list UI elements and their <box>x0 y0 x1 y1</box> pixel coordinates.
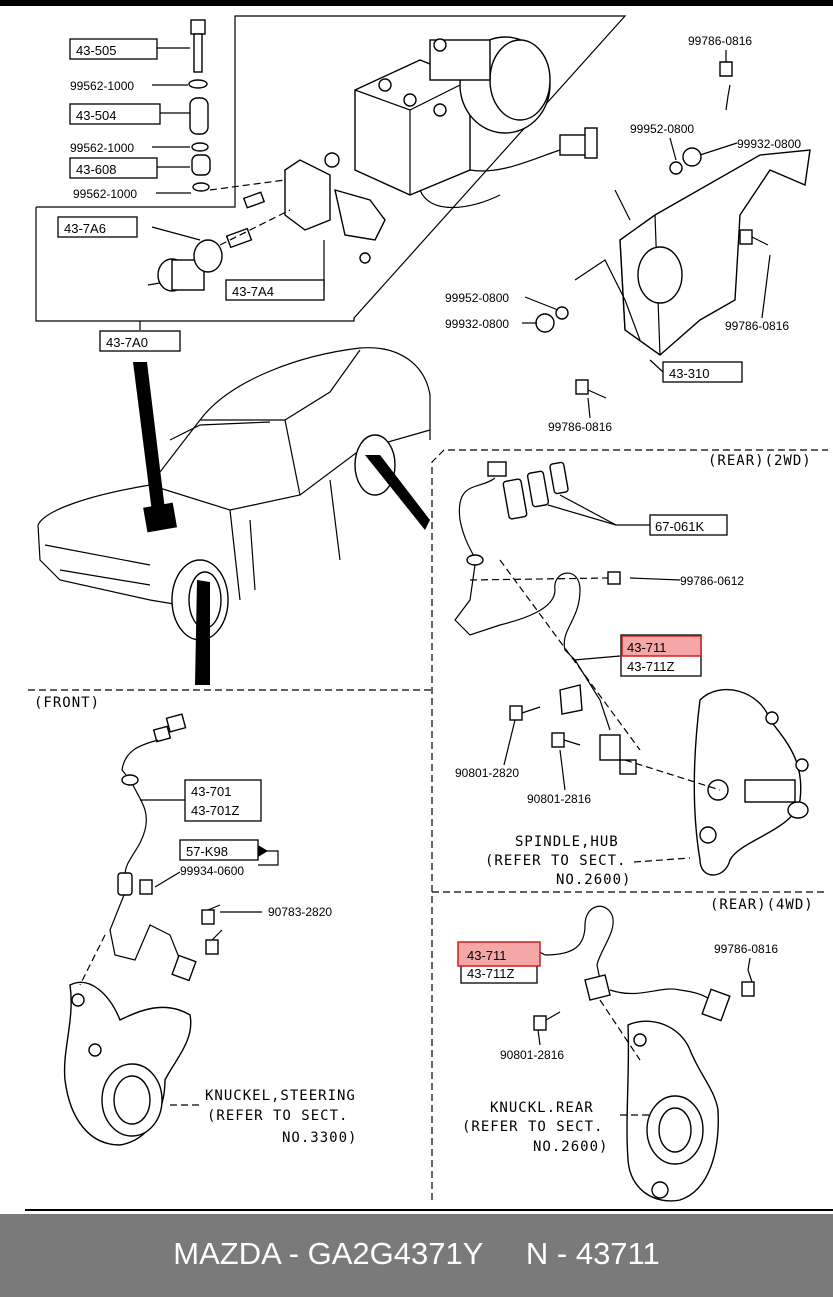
note-spindle-line3: NO.2600) <box>556 872 631 888</box>
part-label-90783[interactable]: 90783-2820 <box>268 905 332 919</box>
part-label-437a0[interactable]: 43-7A0 <box>106 335 148 350</box>
divider-rear-2wd <box>431 449 828 1200</box>
part-label-43711za[interactable]: 43-711Z <box>627 659 675 674</box>
pointer-rear-sensor <box>365 455 430 530</box>
part-label-43711a[interactable]: 43-711 <box>627 640 667 655</box>
part-label-90801a[interactable]: 90801-2820 <box>455 766 519 780</box>
front-sensor-drawing <box>63 713 223 1146</box>
part-label-43310[interactable]: 43-310 <box>669 366 709 381</box>
label-box-437a6 <box>57 216 138 238</box>
mount-insulator-drawing <box>147 191 266 292</box>
note-knuckle-rear-line1: KNUCKL.REAR <box>490 1100 594 1116</box>
part-label-43701[interactable]: 43-701 <box>191 784 231 799</box>
note-knuckle-rear-line2: (REFER TO SECT. <box>462 1119 603 1135</box>
leader-437a6 <box>151 226 201 241</box>
label-box-57k98 <box>179 839 259 861</box>
dash-rear2wd-b <box>499 559 641 751</box>
abs-module-frame <box>35 15 627 322</box>
highlight-43711b <box>457 941 541 967</box>
footer-bar: MAZDA - GA2G4371Y N - 43711 <box>0 1214 833 1297</box>
section-label-rear-2wd: (REAR)(2WD) <box>708 453 812 469</box>
part-label-99952a[interactable]: 99952-0800 <box>630 122 694 136</box>
note-knuckle-steering-line2: (REFER TO SECT. <box>207 1108 348 1124</box>
leader-43310 <box>649 359 664 373</box>
note-knuckle-steering-line1: KNUCKEL,STEERING <box>205 1088 356 1104</box>
leader-67061k <box>547 504 650 526</box>
part-label-99934[interactable]: 99934-0600 <box>180 864 244 878</box>
dash-rear2wd-c <box>624 759 721 791</box>
part-label-57k98[interactable]: 57-K98 <box>186 844 228 859</box>
note-spindle-line1: SPINDLE,HUB <box>515 834 619 850</box>
note-knuckle-steering-line3: NO.3300) <box>282 1130 357 1146</box>
part-label-99952b[interactable]: 99952-0800 <box>445 291 509 305</box>
section-label-rear-4wd: (REAR)(4WD) <box>710 897 814 913</box>
part-label-43711b[interactable]: 43-711 <box>467 948 507 963</box>
leader-99786c <box>587 397 591 419</box>
bracket-drawing <box>535 61 811 399</box>
pointer-front-sensor <box>195 580 210 685</box>
label-box-437a0 <box>99 330 181 352</box>
rear-4wd-sensor-drawing <box>533 905 755 1202</box>
footer-part-number: MAZDA - GA2G4371Y N - 43711 <box>173 1236 660 1271</box>
dash-front-a <box>79 934 106 986</box>
exploded-parts-diagram: 43-505 99562-1000 43-504 99562-1000 43-6… <box>0 0 833 1211</box>
leader-99786d <box>629 577 681 581</box>
leader-99932a <box>699 142 738 156</box>
dash-spindle <box>633 857 691 863</box>
abs-hydraulic-unit-drawing <box>284 36 598 264</box>
label-box-43504 <box>69 103 161 125</box>
dash-rear4wd <box>599 999 641 1061</box>
part-label-90801c[interactable]: 90801-2816 <box>500 1048 564 1062</box>
note-spindle-line2: (REFER TO SECT. <box>485 853 626 869</box>
part-label-437a4[interactable]: 43-7A4 <box>232 284 274 299</box>
leader-99786e <box>747 957 751 971</box>
dash-leader-stack <box>209 179 286 191</box>
vehicle-outline-drawing <box>37 347 431 641</box>
top-border <box>0 0 833 6</box>
bolt-stack-drawing <box>188 19 211 192</box>
leader-90801c <box>537 1029 541 1046</box>
part-label-43711zb[interactable]: 43-711Z <box>467 966 515 981</box>
part-label-99562a[interactable]: 99562-1000 <box>70 79 134 93</box>
label-box-43505 <box>69 38 158 60</box>
part-label-43505[interactable]: 43-505 <box>76 43 116 58</box>
leader-99952a <box>669 137 677 161</box>
label-box-43310 <box>662 361 743 383</box>
part-label-90801b[interactable]: 90801-2816 <box>527 792 591 806</box>
leader-99952b <box>524 296 559 311</box>
part-label-99786b[interactable]: 99786-0816 <box>725 319 789 333</box>
dash-rear2wd-a <box>469 577 609 581</box>
part-label-99562b[interactable]: 99562-1000 <box>70 141 134 155</box>
leader-90801a <box>503 719 516 766</box>
leader-90801b <box>559 749 566 791</box>
leader-67061k-b <box>559 494 617 526</box>
label-box-67061k <box>649 514 728 536</box>
part-label-43504[interactable]: 43-504 <box>76 108 116 123</box>
label-box-43608 <box>69 157 158 179</box>
dash-leader-mount <box>219 209 291 246</box>
note-knuckle-rear-line3: NO.2600) <box>533 1139 608 1155</box>
leader-99786b <box>761 254 771 319</box>
section-label-front: (FRONT) <box>34 695 100 711</box>
part-label-43701z[interactable]: 43-701Z <box>191 803 239 818</box>
highlight-43711a <box>621 635 702 657</box>
leader-43711a <box>573 655 621 661</box>
part-label-99786e[interactable]: 99786-0816 <box>714 942 778 956</box>
rear-2wd-sensor-drawing <box>454 461 809 876</box>
label-box-43701 <box>184 779 262 822</box>
part-label-67061k[interactable]: 67-061K <box>655 519 704 534</box>
part-label-99932a[interactable]: 99932-0800 <box>737 137 801 151</box>
part-label-99786a[interactable]: 99786-0816 <box>688 34 752 48</box>
part-label-437a6[interactable]: 43-7A6 <box>64 221 106 236</box>
part-label-99786c[interactable]: 99786-0816 <box>548 420 612 434</box>
pointer-abs-unit <box>133 362 165 512</box>
arrow-57k98 <box>258 845 268 857</box>
part-label-99932b[interactable]: 99932-0800 <box>445 317 509 331</box>
leader-99934 <box>154 871 181 888</box>
label-box-437a4 <box>225 279 325 301</box>
part-label-43608[interactable]: 43-608 <box>76 162 116 177</box>
part-label-99786d[interactable]: 99786-0612 <box>680 574 744 588</box>
part-label-99562c[interactable]: 99562-1000 <box>73 187 137 201</box>
